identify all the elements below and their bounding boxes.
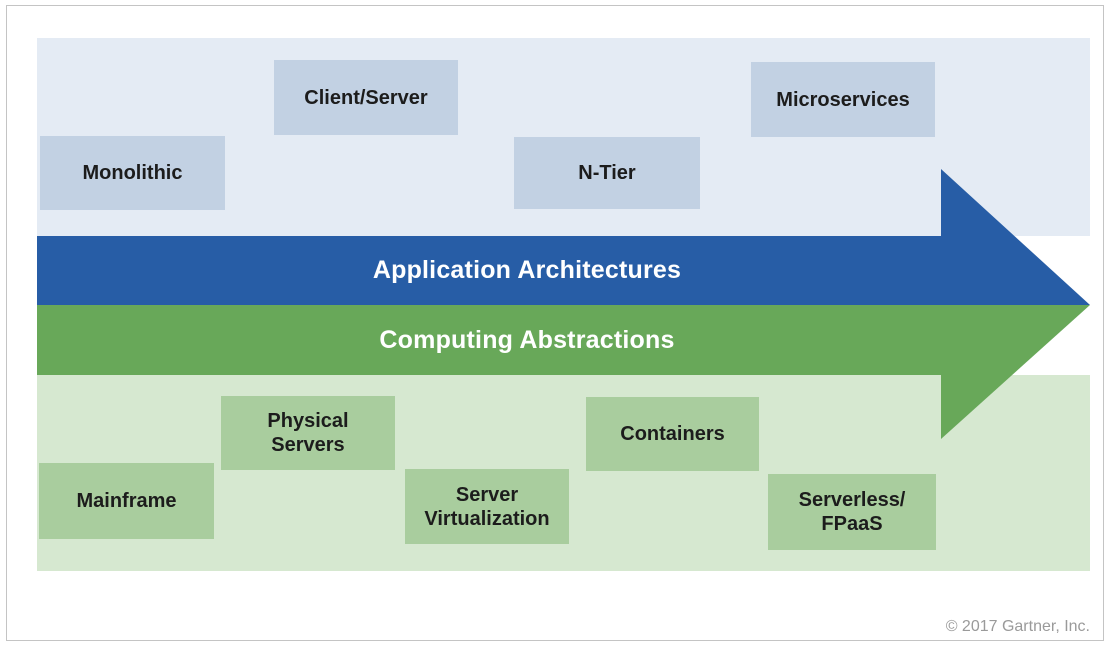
abs-box-serverless-fpaas: Serverless/ FPaaS	[768, 474, 936, 550]
arch-box-microservices: Microservices	[751, 62, 935, 137]
computing-abstractions-band	[37, 305, 941, 375]
abs-box-containers: Containers	[586, 397, 759, 471]
arch-box-client-server: Client/Server	[274, 60, 458, 135]
abs-box-physical-servers: Physical Servers	[221, 396, 395, 470]
timeline-arrow-head-icon	[941, 169, 1090, 439]
abs-box-server-virtualization: Server Virtualization	[405, 469, 569, 544]
copyright-notice: © 2017 Gartner, Inc.	[945, 618, 1090, 635]
arch-box-n-tier: N-Tier	[514, 137, 700, 209]
abs-box-mainframe: Mainframe	[39, 463, 214, 539]
diagram-card: Application Architectures Computing Abst…	[6, 5, 1104, 641]
application-architectures-band	[37, 236, 941, 305]
arch-box-monolithic: Monolithic	[40, 136, 225, 210]
